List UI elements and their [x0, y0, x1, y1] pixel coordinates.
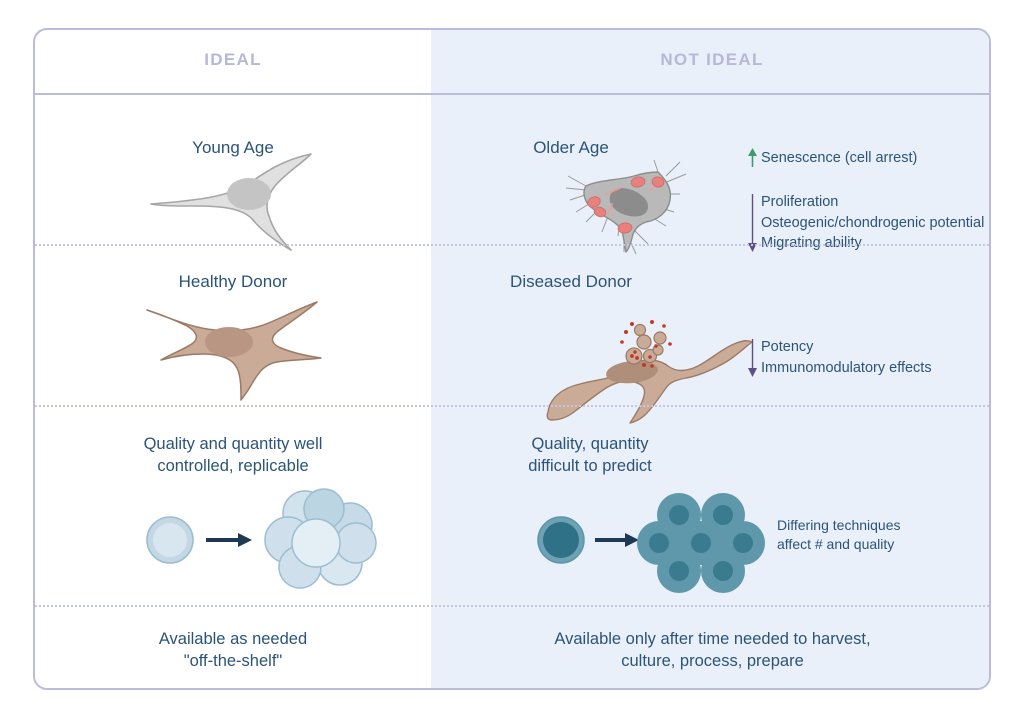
healthy-stellate-cell-icon: [131, 298, 341, 403]
annotation-line: Senescence (cell arrest): [761, 150, 918, 166]
row-divider-3: [35, 605, 989, 607]
annotation-group: Potency Immunomodulatory effects: [745, 337, 989, 378]
header-divider: [35, 93, 989, 95]
row-age-not-ideal-title: Older Age: [533, 138, 609, 157]
row-donor-annotation-down: Potency Immunomodulatory effects: [745, 337, 989, 378]
annotation-line: Immunomodulatory effects: [761, 359, 932, 376]
annotation-line: Potency: [761, 339, 814, 355]
annotation-group: Proliferation Osteogenic/chondrogenic po…: [745, 192, 989, 254]
row-age-annotation-down: Proliferation Osteogenic/chondrogenic po…: [745, 192, 989, 254]
column-header-not-ideal: NOT IDEAL: [660, 50, 764, 69]
annotation-group: Senescence (cell arrest): [745, 148, 989, 169]
row-divider-2: [35, 405, 989, 407]
row-age-ideal-title: Young Age: [192, 138, 274, 157]
light-blue-cell-cluster-icon: [140, 485, 380, 595]
arrow: [595, 533, 639, 547]
row-availability-ideal-caption: Available as needed "off-the-shelf": [158, 630, 308, 671]
annotation-lines: Proliferation Osteogenic/chondrogenic po…: [759, 192, 984, 254]
diseased-elongated-cell-icon: [540, 310, 755, 425]
arrow-up-icon: [745, 148, 759, 169]
row-quality-ideal-caption: Quality and quantity well controlled, re…: [143, 435, 323, 476]
annotation-lines: Potency Immunomodulatory effects: [759, 337, 932, 378]
comparison-figure: IDEAL NOT IDEAL Young Age Older Age: [33, 28, 991, 690]
annotation-line: Osteogenic/chondrogenic potential: [761, 214, 985, 231]
young-fibroblast-cell-icon: [143, 152, 373, 262]
row-donor-ideal-title: Healthy Donor: [178, 272, 288, 291]
senescent-fibroblast-cell-icon: [562, 159, 722, 260]
row-availability-not-ideal-caption: Available only after time needed to harv…: [554, 630, 871, 671]
arrow: [206, 533, 252, 547]
row-divider-1: [35, 244, 989, 246]
arrow-down-icon: [745, 337, 759, 378]
row-quality-not-ideal-caption: Quality, quantity difficult to predict: [528, 435, 652, 476]
column-header-ideal: IDEAL: [204, 50, 262, 69]
row-quality-note: Differing techniques affect # and qualit…: [777, 517, 901, 552]
row-age-annotation-up: Senescence (cell arrest): [745, 148, 989, 169]
row-donor-not-ideal-title: Diseased Donor: [510, 272, 632, 291]
annotation-line: Proliferation: [761, 194, 839, 210]
figure-header: IDEAL NOT IDEAL: [35, 30, 989, 93]
annotation-line: Migrating ability: [761, 235, 862, 252]
teal-cell-cluster-icon: [531, 485, 765, 595]
